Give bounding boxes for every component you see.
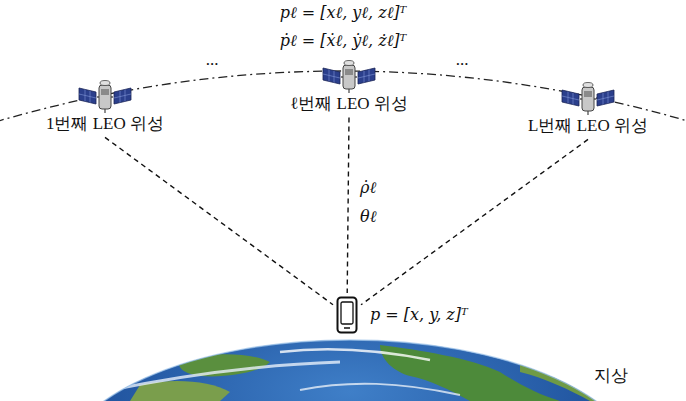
satellite-velocity: ṗℓ = [ẋℓ, ẏℓ, żℓ]ᵀ xyxy=(280,31,407,50)
position-label: p = [x, y, z]ᵀ xyxy=(370,305,468,324)
satellite-label: L번째 LEO 위성 xyxy=(528,116,648,136)
ellipsis: ... xyxy=(206,50,219,70)
leo-satellite: L번째 LEO 위성 xyxy=(524,80,652,136)
satellite-label: 1번째 LEO 위성 xyxy=(46,114,164,134)
angle-symbol: θℓ xyxy=(360,207,376,226)
signal-link xyxy=(105,137,333,304)
satellite-label: ℓ번째 LEO 위성 xyxy=(290,94,408,114)
satellite-icon xyxy=(560,80,616,116)
signal-link xyxy=(361,139,588,304)
earth-globe xyxy=(60,340,640,401)
satellite-icon xyxy=(77,78,133,114)
phone-icon xyxy=(336,296,358,334)
user-terminal: p = [x, y, z]ᵀ xyxy=(336,296,358,334)
ellipsis: ... xyxy=(456,50,469,70)
signal-link xyxy=(347,117,349,293)
satellite-icon xyxy=(321,58,377,94)
leo-satellite: 1번째 LEO 위성 xyxy=(42,78,169,134)
satellite-position: pℓ = [xℓ, yℓ, zℓ]ᵀ xyxy=(280,3,407,22)
ground-label: 지상 xyxy=(594,366,628,386)
leo-satellite: ℓ번째 LEO 위성 xyxy=(286,58,412,114)
range-rate-symbol: ρ̇ℓ xyxy=(360,178,376,197)
